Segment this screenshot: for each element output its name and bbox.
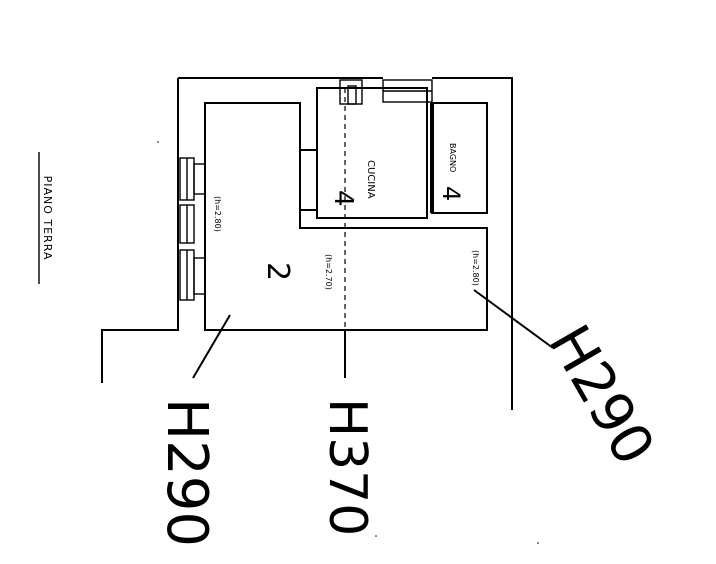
height-note-right: (h=2.80) xyxy=(471,250,480,286)
window-left-upper xyxy=(179,157,206,201)
room-number: 2 xyxy=(260,262,295,281)
floor-label: PIANO TERRA xyxy=(38,152,54,284)
window-top-bathroom xyxy=(382,79,433,103)
speck xyxy=(537,542,539,544)
bathroom-label: BAGNO xyxy=(448,143,457,172)
floor-label-text: PIANO TERRA xyxy=(41,176,54,261)
leader-right xyxy=(473,289,554,349)
window-left-middle xyxy=(179,204,195,244)
height-label-middle: H370 xyxy=(317,398,377,536)
speck xyxy=(375,535,377,537)
speck xyxy=(157,141,159,143)
bathroom-mark: 4 xyxy=(437,186,465,201)
outer-boundary xyxy=(101,77,513,410)
kitchen xyxy=(300,87,428,219)
window-top-kitchen xyxy=(339,79,363,105)
bathroom xyxy=(430,102,488,214)
window-left-lower xyxy=(179,249,206,301)
height-label-right: H290 xyxy=(536,315,667,477)
height-note-middle: (h=2.70) xyxy=(324,254,333,290)
height-label-left: H290 xyxy=(154,398,219,547)
room-2-walls xyxy=(204,102,488,331)
height-note-left: (h=2.80) xyxy=(213,196,222,232)
leader-left xyxy=(192,314,231,379)
kitchen-mark: 4 xyxy=(328,190,358,207)
kitchen-label: CUCINA xyxy=(365,160,376,199)
